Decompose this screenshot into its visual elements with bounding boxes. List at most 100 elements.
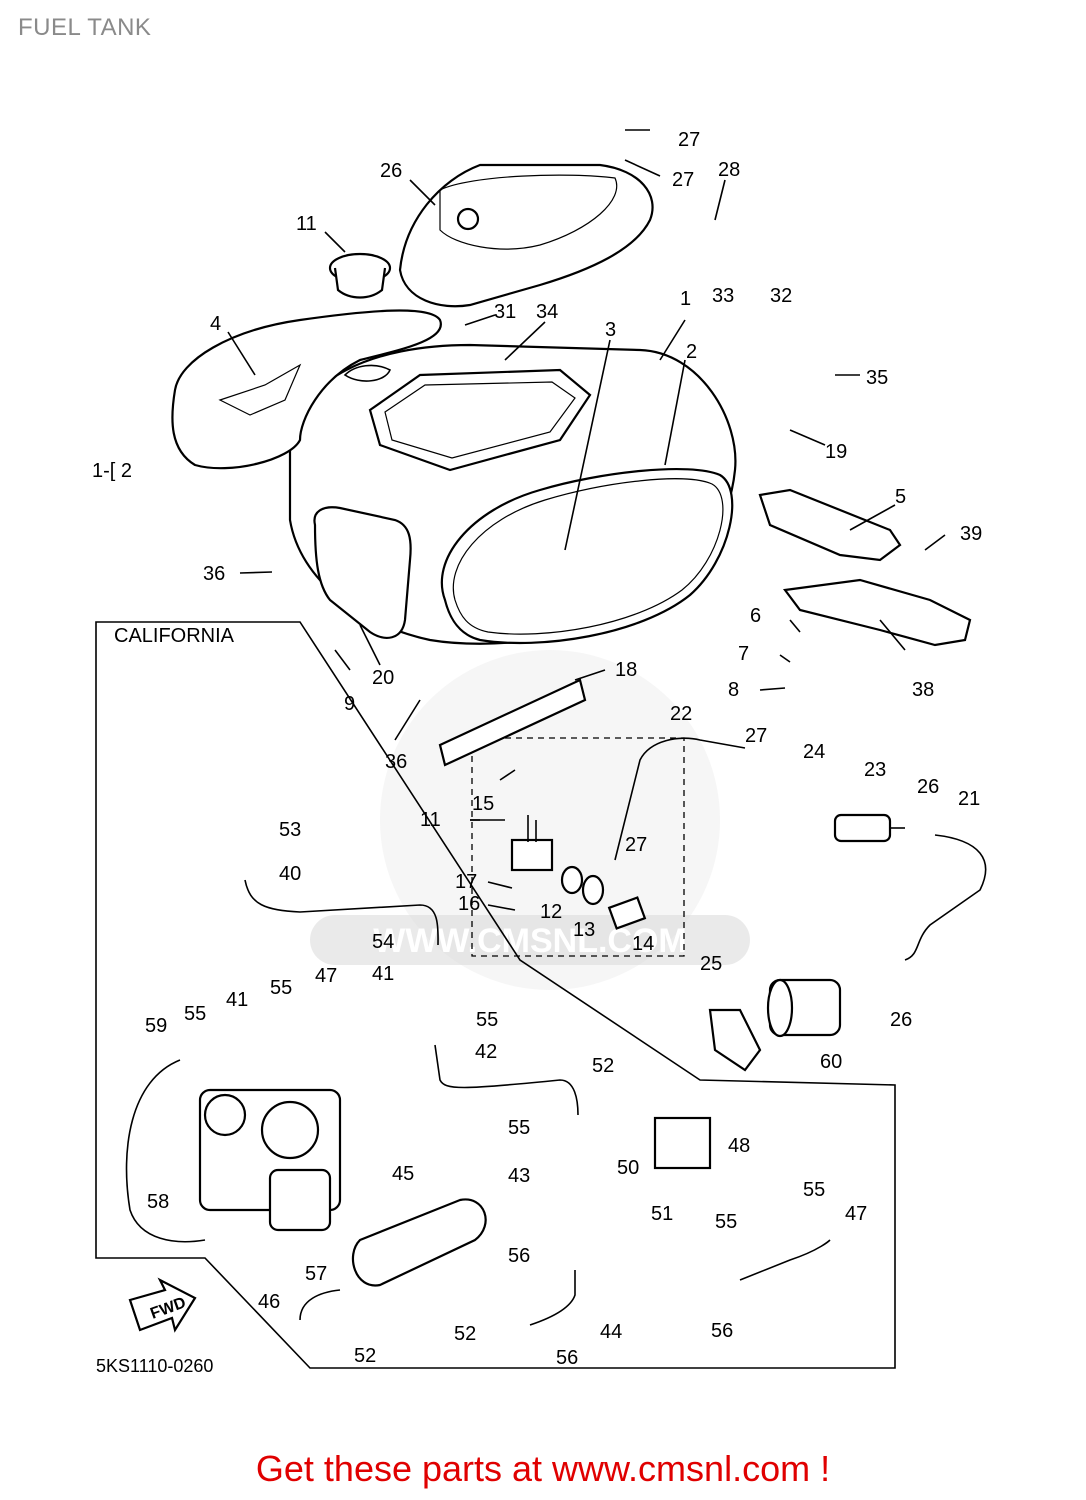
hose-46: [299, 1289, 341, 1321]
vent-hose-40: [244, 879, 439, 946]
callout-6: 6: [750, 605, 761, 627]
callout-1: 1: [680, 288, 691, 310]
callout-29: 27: [672, 169, 694, 191]
callout-41b: 41: [226, 989, 248, 1011]
callout-57: 57: [305, 1263, 327, 1285]
callout-33: 32: [770, 285, 792, 307]
callout-38: 38: [912, 679, 934, 701]
callout-9: 9: [344, 693, 355, 715]
california-label: CALIFORNIA: [114, 625, 235, 647]
callout-52a: 52: [454, 1323, 476, 1345]
carburetor: [198, 1088, 342, 1232]
callout-8: 8: [728, 679, 739, 701]
callout-55c: 55: [184, 1003, 206, 1025]
callout-26b: 26: [890, 1009, 912, 1031]
page-title: FUEL TANK: [18, 14, 152, 41]
callout-59: 59: [145, 1015, 167, 1037]
callout-41a: 41: [372, 963, 394, 985]
callout-48: 48: [728, 1135, 750, 1157]
callout-46: 46: [258, 1291, 280, 1313]
callout-1-2: 1-[ 2: [92, 460, 132, 482]
callout-53: 52: [592, 1055, 614, 1077]
callout-56b: 56: [508, 1245, 530, 1267]
promo-link[interactable]: Get these parts at www.cmsnl.com !: [255, 1448, 831, 1489]
callout-26a: 26: [917, 776, 939, 798]
callout-51: 51: [651, 1203, 673, 1225]
callout-55d: 55: [476, 1009, 498, 1031]
callout-32: 31: [494, 301, 516, 323]
tank-bracket: [758, 488, 972, 647]
callout-10: 11: [296, 213, 317, 235]
callout-55f: 55: [715, 1211, 737, 1233]
callout-36a: 35: [866, 367, 888, 389]
vent-hose-42: [434, 1044, 579, 1116]
callout-40: 40: [279, 863, 301, 885]
callout-27b: 27: [625, 834, 647, 856]
fuel-cock: [510, 815, 647, 930]
callout-37: 36: [203, 563, 225, 585]
callout-17: 17: [455, 871, 477, 893]
callout-42: 42: [475, 1041, 497, 1063]
callout-4: 4: [210, 313, 221, 335]
fuel-hose-21: [904, 834, 987, 961]
callout-28: 26: [380, 160, 402, 182]
callout-36b: 36: [385, 751, 407, 773]
callout-39: 39: [960, 523, 982, 545]
hose-59: [125, 1059, 206, 1243]
callout-16: 16: [458, 893, 480, 915]
callout-45: 45: [392, 1163, 414, 1185]
callout-21: 21: [958, 788, 980, 810]
callout-49: 47: [315, 965, 337, 987]
callout-58: 58: [147, 1191, 169, 1213]
canister: [351, 1198, 487, 1287]
callout-13: 13: [573, 919, 595, 941]
callout-56a: 55: [803, 1179, 825, 1201]
callout-19: 19: [825, 441, 847, 463]
fuel-cap: [328, 252, 392, 299]
diagram-code: 5KS1110-0260: [96, 1356, 214, 1376]
callout-43: 43: [508, 1165, 530, 1187]
callout-44: 44: [600, 1321, 622, 1343]
callout-24: 24: [803, 741, 825, 763]
hose-44: [529, 1270, 576, 1326]
tank-cover: [398, 163, 654, 308]
callout-15: 15: [472, 793, 494, 815]
callout-52b: 52: [354, 1345, 376, 1367]
callout-labels: 27 27 28 26 11 33 32 31 34 4 3 1 2 35 19…: [92, 129, 982, 1369]
callout-22: 22: [670, 703, 692, 725]
callout-12: 12: [540, 901, 562, 923]
callout-56d: 56: [556, 1347, 578, 1369]
callout-20: 20: [372, 667, 394, 689]
fuel-hose-22: [614, 737, 746, 861]
solenoid-valve: [653, 1116, 712, 1170]
fuel-cock-group-box: [471, 737, 685, 957]
callout-50: 50: [617, 1157, 639, 1179]
callout-11: 11: [420, 809, 441, 831]
callout-55a: 54: [372, 931, 394, 953]
california-boundary: [95, 621, 896, 1369]
callout-23: 23: [864, 759, 886, 781]
callout-55e: 55: [508, 1117, 530, 1139]
hose-18: [438, 678, 587, 767]
callout-30: 27: [678, 129, 700, 151]
hose-47: [739, 1239, 831, 1281]
callout-25: 25: [700, 953, 722, 975]
callout-60: 60: [820, 1051, 842, 1073]
fuel-filter: [833, 813, 905, 843]
callout-35: 34: [536, 301, 558, 323]
callout-54: 53: [279, 819, 301, 841]
callout-56c: 56: [711, 1320, 733, 1342]
watermark-text: WWW.CMSNL.COM: [373, 922, 687, 960]
callout-34: 33: [712, 285, 734, 307]
callout-14: 14: [632, 933, 654, 955]
forward-arrow-icon: FWD: [128, 1277, 197, 1333]
callout-27a: 27: [745, 725, 767, 747]
callout-2: 2: [686, 341, 697, 363]
leader-lines: [227, 129, 946, 911]
callout-5: 5: [895, 486, 906, 508]
fuel-pump: [766, 978, 842, 1038]
callout-7: 7: [738, 643, 749, 665]
callout-47: 47: [845, 1203, 867, 1225]
fuel-tank: [288, 343, 737, 645]
